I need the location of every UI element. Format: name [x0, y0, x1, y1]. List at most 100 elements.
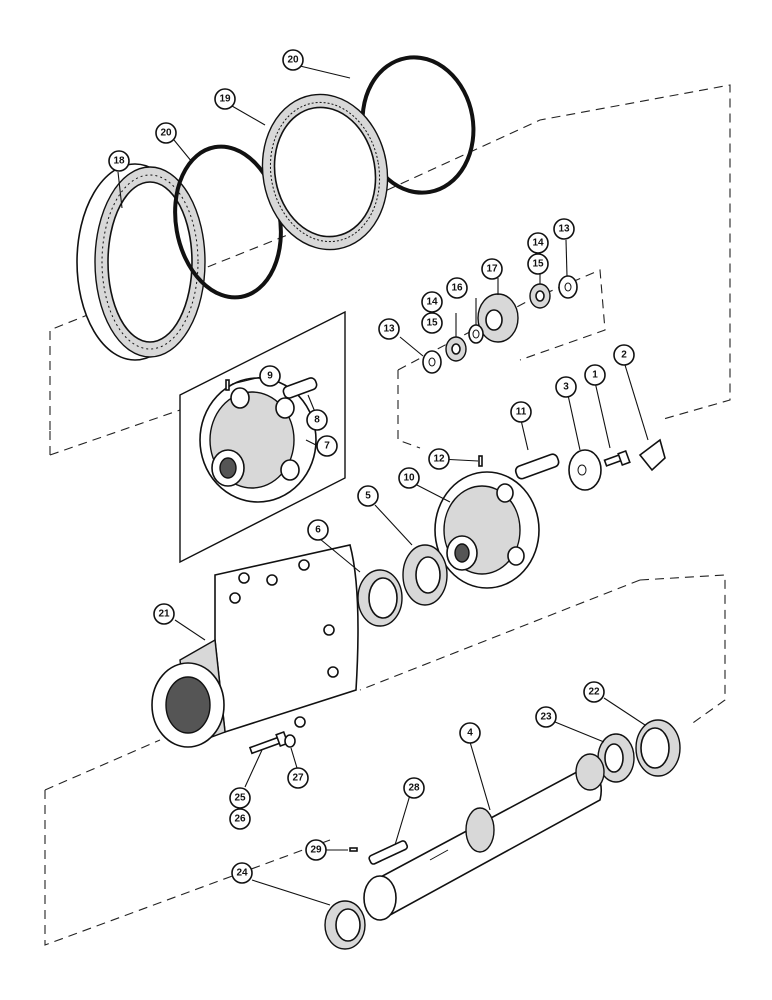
seal-24 — [324, 900, 366, 950]
callout-7: 7 — [316, 435, 338, 457]
callout-6: 6 — [307, 519, 329, 541]
callout-1: 1 — [584, 364, 606, 386]
callout-14-left: 14 — [421, 291, 443, 313]
callout-label: 13 — [383, 324, 395, 335]
callout-16: 16 — [446, 277, 468, 299]
callout-label: 12 — [433, 454, 445, 465]
thrust-washer-13-right — [558, 275, 578, 299]
axle-shaft-4 — [363, 753, 605, 921]
callout-label: 10 — [403, 473, 415, 484]
callout-label: 2 — [621, 350, 627, 361]
callout-label: 15 — [426, 318, 438, 329]
upper-dashed-outline — [49, 84, 731, 430]
callout-10: 10 — [398, 467, 420, 489]
callout-label: 19 — [219, 94, 231, 105]
upper-dashed-outline-bottom — [49, 409, 181, 456]
callout-13-left: 13 — [378, 318, 400, 340]
callout-12: 12 — [428, 448, 450, 470]
callout-label: 21 — [158, 609, 170, 620]
callout-4: 4 — [459, 722, 481, 744]
callout-label: 1 — [592, 370, 598, 381]
callout-label: 15 — [532, 259, 544, 270]
callout-label: 20 — [287, 55, 299, 66]
callout-label: 18 — [113, 156, 125, 167]
callout-5: 5 — [357, 485, 379, 507]
callout-label: 16 — [451, 283, 463, 294]
callout-29: 29 — [305, 839, 327, 861]
axle-housing-21 — [151, 544, 359, 748]
callout-label: 28 — [408, 783, 420, 794]
callout-3: 3 — [555, 376, 577, 398]
callout-28: 28 — [403, 777, 425, 799]
callout-label: 17 — [486, 264, 498, 275]
callout-15-left: 15 — [421, 312, 443, 334]
callout-2: 2 — [613, 344, 635, 366]
callout-label: 9 — [267, 371, 273, 382]
callout-label: 22 — [588, 687, 600, 698]
callout-label: 13 — [558, 224, 570, 235]
bearing-cup-6 — [357, 569, 403, 627]
roll-pin-9 — [225, 379, 230, 391]
callout-13-right: 13 — [553, 218, 575, 240]
key-28 — [368, 840, 409, 865]
callout-11: 11 — [510, 401, 532, 423]
callout-label: 3 — [563, 382, 569, 393]
callout-19: 19 — [214, 88, 236, 110]
pin-11 — [514, 453, 560, 480]
callout-label: 6 — [315, 525, 321, 536]
callout-label: 14 — [426, 297, 438, 308]
callout-27: 27 — [287, 767, 309, 789]
callout-label: 27 — [292, 773, 304, 784]
callout-label: 4 — [467, 728, 473, 739]
bearing-cone-5 — [402, 544, 448, 606]
pin-29 — [349, 847, 358, 852]
lower-dashed-outline — [44, 574, 726, 946]
bolt-25-26 — [248, 730, 289, 755]
callout-label: 11 — [516, 407, 527, 418]
bolt-1 — [603, 449, 631, 467]
thrust-washer-13-left — [422, 350, 442, 374]
callout-21: 21 — [153, 603, 175, 625]
bearing-cup-22 — [635, 719, 681, 777]
bearing-cone-23 — [597, 733, 635, 783]
washer-3 — [568, 449, 602, 491]
callout-label: 23 — [540, 712, 552, 723]
callout-25: 25 — [229, 787, 251, 809]
callout-label: 20 — [160, 128, 172, 139]
callout-20-left: 20 — [155, 122, 177, 144]
ring-gear-18 — [76, 163, 206, 361]
lock-plate-2 — [638, 438, 666, 472]
callout-15-right: 15 — [527, 253, 549, 275]
callout-26: 26 — [229, 808, 251, 830]
friction-plate-19 — [261, 93, 389, 251]
callout-18: 18 — [108, 150, 130, 172]
needle-bearing-14-15-right — [529, 283, 551, 309]
planet-gear-17 — [477, 293, 519, 343]
planet-carrier-10 — [434, 471, 540, 589]
roll-pin-12 — [478, 455, 483, 467]
callout-14-right: 14 — [527, 232, 549, 254]
callout-label: 5 — [365, 491, 371, 502]
callout-22: 22 — [583, 681, 605, 703]
spacer-16 — [468, 324, 484, 344]
callout-label: 8 — [314, 415, 320, 426]
callout-label: 29 — [310, 845, 322, 856]
callout-20-right: 20 — [282, 49, 304, 71]
callout-8: 8 — [306, 409, 328, 431]
washer-27 — [284, 734, 296, 748]
callout-23: 23 — [535, 706, 557, 728]
callout-label: 14 — [532, 238, 544, 249]
inset-frame — [179, 310, 346, 564]
callout-17: 17 — [481, 258, 503, 280]
callout-24: 24 — [231, 862, 253, 884]
callout-label: 26 — [234, 814, 246, 825]
pin-8 — [282, 377, 318, 399]
planet-carrier-7 — [199, 377, 317, 503]
callout-label: 7 — [324, 441, 330, 452]
callout-label: 25 — [234, 793, 246, 804]
middle-dashed-outline — [397, 269, 606, 449]
needle-bearing-14-15-left — [445, 336, 467, 362]
callout-label: 24 — [236, 868, 248, 879]
callout-9: 9 — [259, 365, 281, 387]
